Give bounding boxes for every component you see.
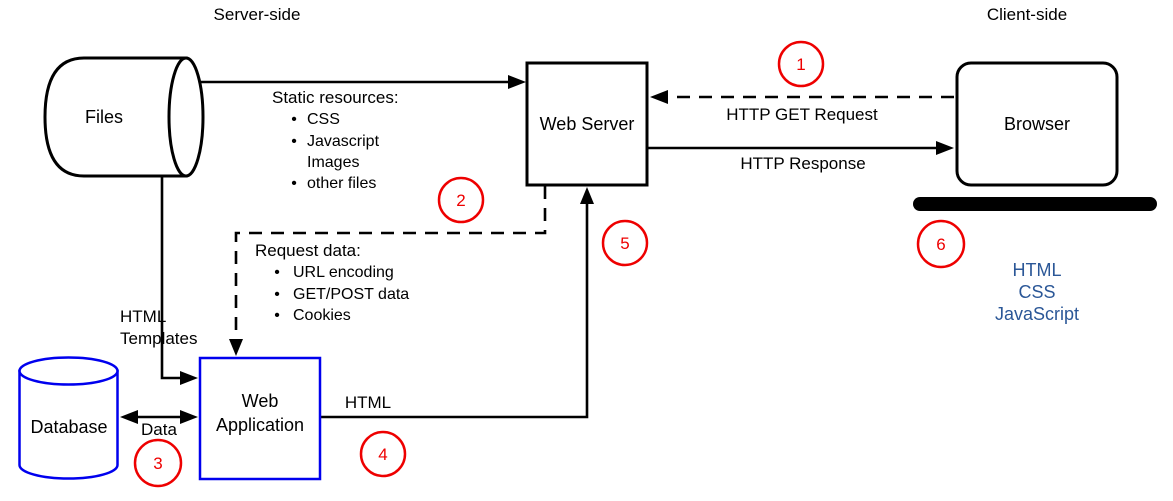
- arrowhead-up-icon: [580, 187, 594, 204]
- step-badge-2: 2: [437, 176, 485, 224]
- app-html-path: [320, 203, 589, 419]
- browser-box: [955, 61, 1119, 187]
- web-server-node: Web Server: [525, 61, 649, 187]
- arrowhead-left-icon: [120, 410, 138, 424]
- data-label: Data: [141, 420, 177, 439]
- database-node: Database: [18, 356, 119, 480]
- edge-html-templates: [160, 176, 198, 385]
- client-code-annotation: HTML CSS JavaScript: [995, 260, 1079, 324]
- bullet-icon: •: [274, 286, 280, 303]
- request-data-annotation: Request data: • URL encoding • GET/POST …: [255, 241, 409, 324]
- step-badge-5: 5: [601, 219, 649, 267]
- static-resources-item: CSS: [307, 111, 340, 128]
- step-number: 2: [456, 191, 465, 210]
- step-number: 3: [153, 454, 162, 473]
- request-data-dashed-path: [234, 186, 547, 342]
- step-circle: [916, 219, 966, 269]
- web-application-label-line2: Application: [216, 415, 304, 435]
- database-cylinder-cap: [18, 356, 119, 386]
- bullet-icon: •: [291, 133, 297, 150]
- arrowhead-down-icon: [229, 339, 243, 356]
- step-badge-4: 4: [359, 430, 407, 478]
- files-node: Files: [43, 56, 205, 178]
- database-cylinder-body: [18, 369, 119, 480]
- files-label: Files: [85, 107, 123, 127]
- web-server-box: [525, 61, 649, 187]
- arrowhead-right-icon: [180, 371, 198, 385]
- edge-request-data: [229, 186, 547, 356]
- arrowhead-right-icon: [180, 410, 198, 424]
- step-circle: [601, 219, 649, 267]
- edge-database-data: [120, 410, 198, 424]
- static-resources-item: Javascript: [307, 133, 380, 150]
- static-resources-item: other files: [307, 175, 376, 192]
- step-circle: [437, 176, 485, 224]
- static-resources-item: Images: [307, 154, 359, 171]
- web-application-box: [198, 356, 322, 481]
- web-application-label-line1: Web: [242, 391, 279, 411]
- edge-http-response: [648, 141, 954, 155]
- bullet-icon: •: [291, 175, 297, 192]
- html-label: HTML: [345, 393, 391, 412]
- client-code-item: CSS: [1018, 282, 1055, 302]
- static-resources-annotation: Static resources: • CSS • Javascript Ima…: [272, 88, 399, 192]
- step-number: 6: [936, 235, 945, 254]
- step-badge-6: 6: [916, 219, 966, 269]
- laptop-base-icon: [913, 197, 1157, 211]
- client-code-item: JavaScript: [995, 304, 1079, 324]
- client-side-label: Client-side: [987, 5, 1067, 24]
- step-circle: [777, 40, 825, 88]
- step-badge-3: 3: [133, 438, 183, 488]
- edge-app-html-to-webserver: [320, 187, 594, 419]
- arrowhead-right-icon: [508, 75, 526, 89]
- html-templates-label-line1: HTML: [120, 307, 166, 326]
- request-data-title: Request data:: [255, 241, 361, 260]
- request-data-item: Cookies: [293, 307, 351, 324]
- arrowhead-left-icon: [650, 90, 668, 104]
- step-number: 5: [620, 234, 629, 253]
- http-response-label: HTTP Response: [740, 154, 865, 173]
- bullet-icon: •: [274, 264, 280, 281]
- request-data-item: URL encoding: [293, 264, 394, 281]
- server-side-label: Server-side: [214, 5, 301, 24]
- step-circle: [359, 430, 407, 478]
- browser-node: Browser: [913, 61, 1157, 211]
- step-badge-1: 1: [777, 40, 825, 88]
- html-templates-label-line2: Templates: [120, 329, 197, 348]
- step-number: 4: [378, 445, 387, 464]
- bullet-icon: •: [274, 307, 280, 324]
- step-number: 1: [796, 55, 805, 74]
- arrowhead-right-icon: [936, 141, 954, 155]
- browser-label: Browser: [1004, 114, 1070, 134]
- static-resources-title: Static resources:: [272, 88, 399, 107]
- web-server-label: Web Server: [540, 114, 635, 134]
- database-label: Database: [30, 417, 107, 437]
- edge-http-get-request: [650, 90, 954, 104]
- edge-files-to-webserver: [196, 75, 526, 89]
- step-circle: [133, 438, 183, 488]
- bullet-icon: •: [291, 111, 297, 128]
- http-get-request-label: HTTP GET Request: [726, 105, 878, 124]
- files-cylinder-cap: [167, 56, 205, 178]
- web-application-node: Web Application: [198, 356, 322, 481]
- request-data-item: GET/POST data: [293, 286, 409, 303]
- client-code-item: HTML: [1013, 260, 1062, 280]
- files-cylinder-body: [43, 56, 188, 178]
- html-templates-path: [160, 176, 180, 380]
